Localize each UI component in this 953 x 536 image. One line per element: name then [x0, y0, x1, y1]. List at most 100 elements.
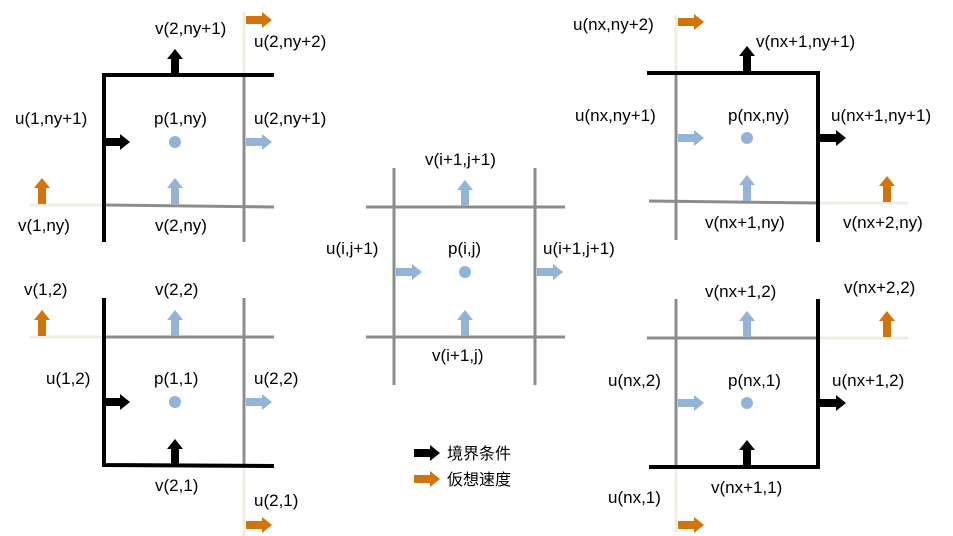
velocity-label: u(2,1) [254, 491, 298, 510]
velocity-label: v(i+1,j+1) [425, 150, 496, 169]
virtual-arrow-up [879, 176, 895, 202]
arrow-shape [246, 12, 272, 28]
velocity-label: u(2,ny+1) [254, 109, 326, 128]
arrow-shape [246, 134, 272, 150]
boundary-arrow-up [739, 440, 755, 466]
velocity-label: u(i+1,j+1) [543, 239, 615, 258]
velocity-arrow-right [246, 134, 272, 150]
arrow-shape [678, 14, 704, 30]
arrow-shape [34, 178, 50, 204]
velocity-label: u(nx,ny+2) [573, 15, 654, 34]
cell-bottom-right: p(nx,1) v(nx+1,2) v(nx+2,2) u(nx,2) u(nx… [608, 278, 915, 533]
cell-bottom-left: p(1,1) v(1,2) v(2,2) u(1,2) u(2,2) v(2,1… [24, 280, 298, 536]
cell-center: p(i,j) v(i+1,j+1) u(i,j+1) u(i+1,j+1) v(… [326, 150, 615, 385]
arrow-shape [537, 264, 563, 280]
arrow-shape [167, 439, 183, 465]
boundary-wall [102, 298, 275, 468]
velocity-arrow-up [457, 310, 473, 336]
boundary-wall [102, 73, 274, 242]
velocity-label: u(nx+1,2) [832, 371, 904, 390]
legend-virtual-arrow [414, 471, 440, 487]
boundary-arrow-up [739, 46, 755, 72]
velocity-label: u(i,j+1) [326, 239, 378, 258]
velocity-label: v(nx+2,ny) [843, 213, 923, 232]
pressure-label: p(1,1) [154, 369, 198, 388]
pressure-label: p(i,j) [448, 239, 481, 258]
arrow-shape [246, 394, 272, 410]
velocity-arrow-up [739, 175, 755, 201]
arrow-shape [820, 395, 846, 411]
legend-boundary-arrow [414, 445, 440, 461]
velocity-label: u(nx,2) [608, 371, 661, 390]
virtual-arrow-right [678, 517, 704, 533]
pressure-point [169, 396, 181, 408]
velocity-arrow-right [246, 394, 272, 410]
boundary-wall [647, 71, 820, 242]
velocity-label: v(nx+1,1) [711, 478, 782, 497]
arrow-shape [414, 471, 440, 487]
arrow-shape [739, 46, 755, 72]
arrow-shape [167, 49, 183, 75]
velocity-label: v(2,ny+1) [155, 19, 226, 38]
virtual-arrow-up [879, 311, 895, 337]
velocity-label: v(1,ny) [18, 216, 70, 235]
velocity-label: v(2,1) [155, 476, 198, 495]
arrow-shape [820, 130, 846, 146]
grid-line [648, 199, 820, 205]
velocity-arrow-up [739, 311, 755, 337]
velocity-arrow-up [457, 180, 473, 206]
pressure-point [741, 397, 753, 409]
boundary-arrow-up [167, 439, 183, 465]
arrow-shape [104, 394, 130, 410]
arrow-shape [678, 395, 704, 411]
virtual-arrow-up [34, 310, 50, 336]
pressure-point [459, 266, 471, 278]
boundary-arrow-right [820, 130, 846, 146]
virtual-arrow-right [246, 517, 272, 533]
arrow-shape [457, 180, 473, 206]
velocity-label: v(1,2) [24, 280, 67, 299]
velocity-label: u(nx,ny+1) [575, 106, 656, 125]
arrow-shape [678, 130, 704, 146]
arrow-shape [879, 176, 895, 202]
velocity-label: u(2,ny+2) [254, 32, 326, 51]
boundary-arrow-up [167, 49, 183, 75]
velocity-arrow-right [678, 130, 704, 146]
velocity-label: u(2,2) [254, 369, 298, 388]
pressure-point [169, 136, 181, 148]
velocity-label: u(1,ny+1) [15, 109, 87, 128]
virtual-arrow-up [34, 178, 50, 204]
virtual-arrow-right [246, 12, 272, 28]
arrow-shape [34, 310, 50, 336]
arrow-shape [457, 310, 473, 336]
arrow-shape [739, 175, 755, 201]
velocity-label: v(i+1,j) [432, 346, 483, 365]
pressure-label: p(1,ny) [154, 109, 207, 128]
velocity-label: u(nx,1) [608, 488, 661, 507]
pressure-label: p(nx,1) [728, 371, 781, 390]
pressure-point [741, 132, 753, 144]
cell-top-right: p(nx,ny) u(nx,ny+2) v(nx+1,ny+1) u(nx,ny… [573, 14, 931, 242]
velocity-label: v(2,ny) [155, 216, 207, 235]
velocity-label: v(nx+1,ny+1) [756, 32, 855, 51]
velocity-label: v(nx+1,2) [705, 282, 776, 301]
legend-boundary-label: 境界条件 [447, 444, 511, 463]
arrow-shape [396, 264, 422, 280]
arrow-shape [104, 134, 130, 150]
legend: 境界条件 仮想速度 [414, 444, 511, 489]
arrow-shape [739, 440, 755, 466]
boundary-arrow-right [820, 395, 846, 411]
arrow-shape [167, 310, 183, 336]
boundary-wall [649, 299, 820, 469]
velocity-label: u(nx+1,ny+1) [831, 106, 931, 125]
velocity-arrow-right [678, 395, 704, 411]
boundary-arrow-right [104, 394, 130, 410]
pressure-label: p(nx,ny) [728, 106, 789, 125]
velocity-label: v(2,2) [155, 280, 198, 299]
boundary-arrow-right [104, 134, 130, 150]
velocity-arrow-right [396, 264, 422, 280]
velocity-arrow-right [537, 264, 563, 280]
arrow-shape [879, 311, 895, 337]
arrow-shape [414, 445, 440, 461]
